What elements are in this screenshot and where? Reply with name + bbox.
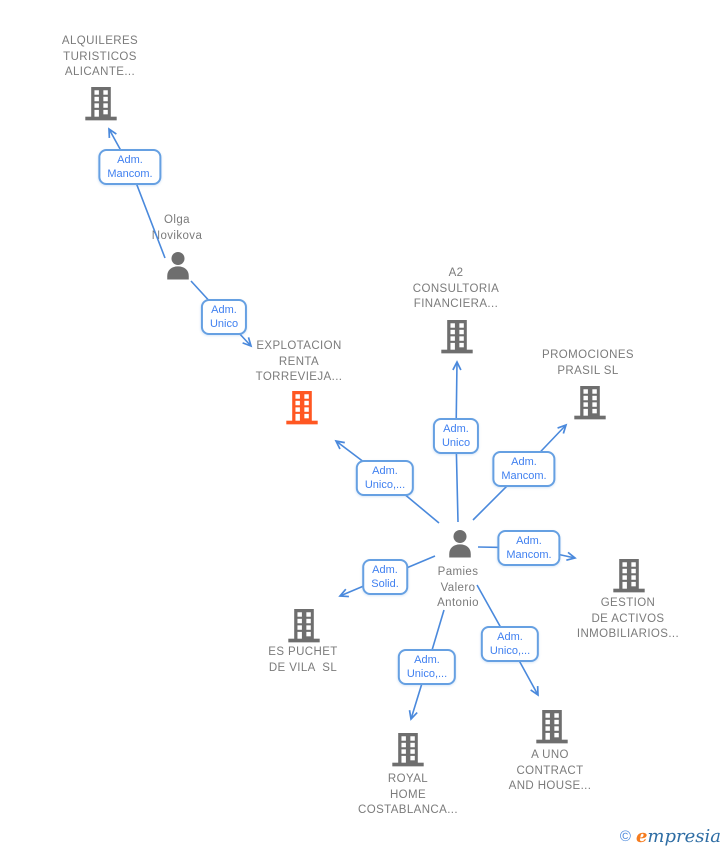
pamies-to-royal-home-role-label[interactable]: Adm. Unico,... — [397, 649, 457, 685]
label-line: CONTRACT — [516, 764, 584, 777]
royal-home-costablanca-label[interactable]: ROYAL HOME COSTABLANCA... — [358, 772, 458, 819]
alquileres-turisticos-alicante-label[interactable]: ALQUILERES TURISTICOS ALICANTE... — [62, 34, 138, 81]
label-line: ES PUCHET — [268, 646, 338, 658]
role-label-line: Unico,... — [364, 479, 406, 491]
label-line: ALICANTE... — [64, 66, 136, 78]
label-line: TURISTICOS — [63, 50, 137, 63]
gestion-de-activos-inmobiliarios-label[interactable]: GESTION DE ACTIVOS INMOBILIARIOS... — [577, 596, 679, 643]
role-label-line: Adm. — [211, 304, 237, 316]
label-line: DE ACTIVOS — [591, 612, 665, 625]
olga-novikova-icon-wrap[interactable] — [161, 251, 195, 283]
label-line: PROMOCIONES — [542, 349, 634, 361]
role-label-line: Unico,... — [406, 668, 448, 680]
es-puchet-de-vila-sl-icon-wrap[interactable] — [287, 608, 321, 644]
building-icon — [613, 559, 645, 593]
label-line: Olga — [164, 214, 190, 226]
label-line: COSTABLANCA... — [358, 804, 458, 816]
royal-home-costablanca-icon-wrap[interactable] — [391, 732, 425, 768]
label-line: Antonio — [437, 597, 479, 609]
role-label-line: Adm. — [511, 456, 537, 468]
label-line: FINANCIERA... — [413, 298, 499, 310]
label-line: HOME — [389, 788, 427, 801]
label-line: Pamies — [437, 566, 479, 578]
label-line: EXPLOTACION — [256, 340, 342, 352]
explotacion-renta-torrevieja-icon-wrap[interactable] — [285, 390, 319, 426]
role-label-line: Adm. — [117, 154, 143, 166]
pamies-to-gestion-role-label[interactable]: Adm. Mancom. — [497, 530, 561, 566]
role-label-line: Unico — [209, 318, 239, 330]
pamies-to-explotacion-role-label[interactable]: Adm. Unico,... — [355, 460, 415, 496]
empresia-logo-text: empresia — [635, 826, 721, 847]
label-line: RENTA — [278, 355, 320, 368]
label-line: A UNO — [531, 749, 569, 761]
role-label-line: Mancom. — [107, 168, 153, 180]
role-label-line: Solid. — [371, 578, 399, 590]
explotacion-renta-torrevieja-label[interactable]: EXPLOTACION RENTA TORREVIEJA... — [256, 339, 343, 386]
pamies-to-promociones-role-label[interactable]: Adm. Mancom. — [492, 451, 556, 487]
role-label-line: Adm. — [372, 465, 398, 477]
gestion-de-activos-inmobiliarios-icon-wrap[interactable] — [612, 558, 646, 594]
label-line: ALQUILERES — [61, 35, 139, 47]
a-uno-contract-and-house-icon-wrap[interactable] — [535, 709, 569, 745]
a2-consultoria-financiera-icon-wrap[interactable] — [440, 319, 474, 355]
promociones-prasil-sl-icon-wrap[interactable] — [573, 385, 607, 421]
role-label-line: Adm. — [414, 654, 440, 666]
promociones-prasil-sl-label[interactable]: PROMOCIONES PRASIL SL — [542, 348, 634, 379]
pamies-to-a-uno-role-label[interactable]: Adm. Unico,... — [480, 626, 540, 662]
role-label-line: Adm. — [516, 535, 542, 547]
label-line: ROYAL — [387, 773, 429, 785]
role-label-line: Adm. — [497, 631, 523, 643]
role-label-line: Unico,... — [489, 645, 531, 657]
olga-to-explotacion-role-label[interactable]: Adm. Unico — [200, 299, 248, 335]
alquileres-turisticos-alicante-icon-wrap[interactable] — [84, 86, 118, 122]
pamies-valero-antonio-icon-wrap[interactable] — [443, 529, 477, 561]
pamies-to-a2-consultoria-role-label[interactable]: Adm. Unico — [432, 418, 480, 454]
label-line: DE VILA SL — [268, 661, 338, 674]
a-uno-contract-and-house-label[interactable]: A UNO CONTRACT AND HOUSE... — [509, 748, 592, 795]
olga-to-alquileres-role-label[interactable]: Adm. Mancom. — [98, 149, 162, 185]
building-icon — [286, 391, 318, 425]
building-icon — [288, 609, 320, 643]
pamies-to-es-puchet-role-label[interactable]: Adm. Solid. — [362, 559, 408, 595]
label-line: CONSULTORIA — [412, 282, 500, 295]
building-icon — [441, 320, 473, 354]
copyright-icon: © — [619, 828, 631, 845]
role-label-line: Mancom. — [506, 549, 552, 561]
role-label-line: Mancom. — [501, 470, 547, 482]
role-label-line: Unico — [441, 437, 471, 449]
label-line: AND HOUSE... — [508, 780, 592, 792]
label-line: Valero — [440, 581, 476, 594]
es-puchet-de-vila-sl-label[interactable]: ES PUCHET DE VILA SL — [268, 645, 337, 676]
empresia-logo[interactable]: © empresia — [620, 826, 721, 847]
label-line: PRASIL SL — [557, 364, 619, 377]
role-label-line: Adm. — [372, 564, 398, 576]
building-icon — [536, 710, 568, 744]
label-line: INMOBILIARIOS... — [576, 628, 680, 640]
label-line: Novikova — [151, 229, 203, 242]
person-icon — [449, 529, 471, 558]
role-label-line: Adm. — [443, 423, 469, 435]
building-icon — [574, 386, 606, 420]
building-icon — [85, 87, 117, 121]
label-line: TORREVIEJA... — [255, 371, 343, 383]
label-line: GESTION — [600, 597, 656, 609]
label-line: A2 — [448, 267, 464, 279]
building-icon — [392, 733, 424, 767]
person-icon — [167, 251, 189, 280]
